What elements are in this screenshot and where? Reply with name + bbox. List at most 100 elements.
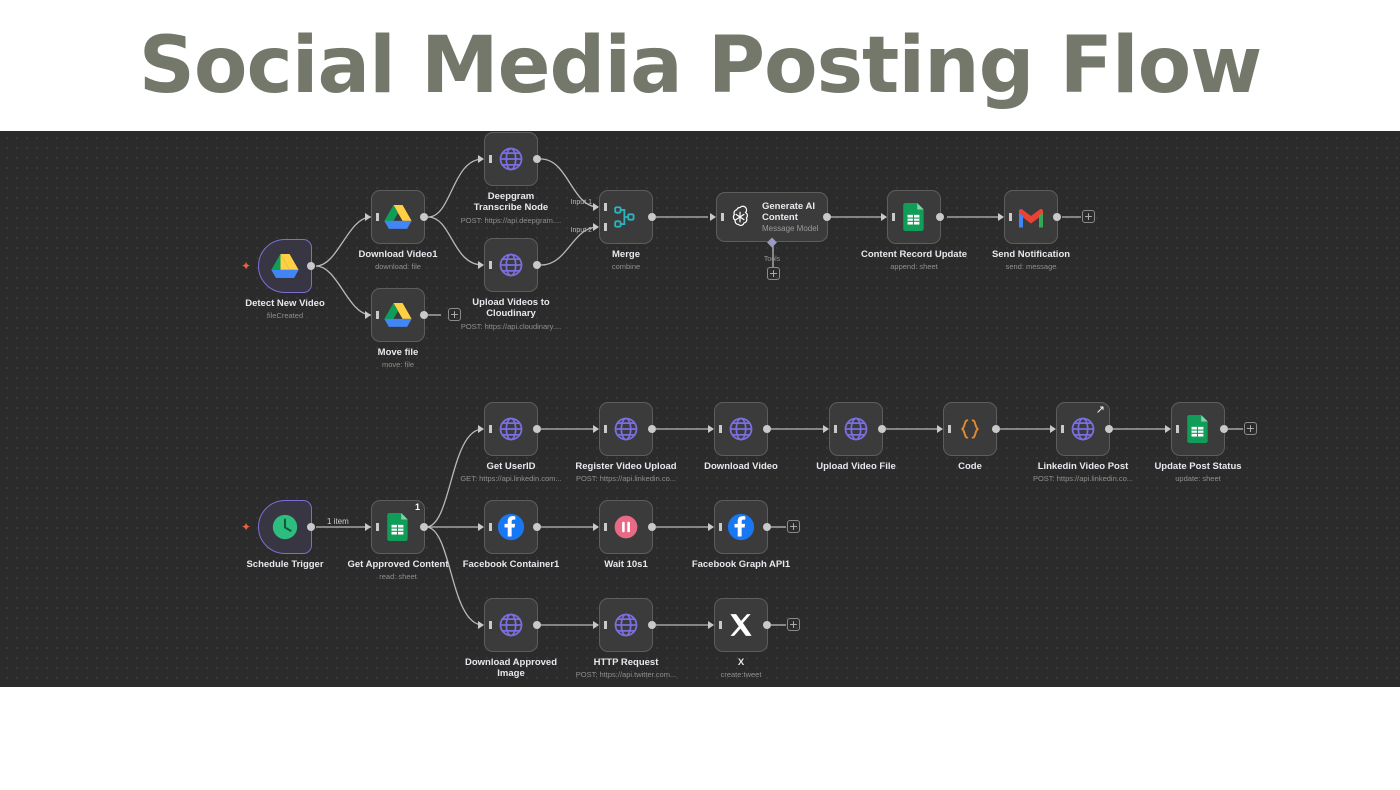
code-braces-icon (955, 414, 985, 444)
node-download-video1[interactable]: Download Video1 download: file (358, 190, 438, 271)
node-linkedin-video-post[interactable]: ↗ Linkedin Video Post POST: https://api.… (1033, 402, 1133, 483)
input-port[interactable] (708, 425, 722, 433)
output-port[interactable] (648, 523, 656, 531)
output-port[interactable] (1105, 425, 1113, 433)
input-port[interactable] (708, 621, 722, 629)
node-upload-videos-to-cloudinary[interactable]: Upload Videos to Cloudinary POST: https:… (461, 238, 561, 331)
output-port[interactable] (1220, 425, 1228, 433)
add-node-stub[interactable]: + (787, 520, 800, 533)
input-port[interactable] (478, 621, 492, 629)
input-port[interactable] (823, 425, 837, 433)
output-port[interactable] (878, 425, 886, 433)
node-wait-10s1[interactable]: Wait 10s1 (593, 500, 656, 570)
node-get-approved-content[interactable]: 1 Get Approved Content read: sheet (348, 500, 448, 581)
node-x-twitter[interactable]: X create:tweet (708, 598, 771, 679)
output-port[interactable] (992, 425, 1000, 433)
input-port-1[interactable] (593, 203, 607, 211)
input-port[interactable] (710, 213, 724, 221)
output-port[interactable] (420, 523, 428, 531)
tools-port[interactable] (767, 237, 777, 248)
input-port[interactable] (365, 523, 379, 531)
output-port[interactable] (533, 155, 541, 163)
node-sublabel: move: file (381, 360, 415, 369)
node-code[interactable]: Code (937, 402, 1000, 472)
output-port[interactable] (648, 213, 656, 221)
output-port[interactable] (1053, 213, 1061, 221)
node-download-approved-image[interactable]: Download Approved Image (465, 598, 557, 679)
tools-label: Tools (763, 256, 781, 263)
node-content-record-update[interactable]: Content Record Update append: sheet (861, 190, 967, 271)
node-merge[interactable]: Input 1 Input 2 Merge combine (571, 190, 656, 271)
add-node-stub[interactable]: + (1082, 210, 1095, 223)
node-facebook-container1[interactable]: Facebook Container1 (463, 500, 559, 570)
output-port[interactable] (307, 262, 315, 270)
node-label: Linkedin Video Post (1037, 461, 1129, 472)
output-port[interactable] (307, 523, 315, 531)
node-label: Upload Videos to Cloudinary (472, 297, 550, 319)
input-port[interactable] (593, 523, 607, 531)
node-label: Detect New Video (245, 298, 325, 309)
output-port[interactable] (533, 621, 541, 629)
input-port[interactable] (1050, 425, 1064, 433)
node-deepgram-transcribe[interactable]: Deepgram Transcribe Node POST: https://a… (461, 132, 561, 225)
node-detect-new-video[interactable]: ✦ Detect New Video fileCreated (241, 239, 325, 320)
node-update-post-status[interactable]: Update Post Status update: sheet (1154, 402, 1242, 483)
node-generate-ai-content[interactable]: Generate AI Content Message Model Tools (710, 192, 831, 263)
input-port[interactable] (881, 213, 895, 221)
node-sublabel: POST: https://api.linkedin.co... (575, 474, 677, 483)
node-label: Download Video1 (358, 249, 438, 260)
node-register-video-upload[interactable]: Register Video Upload POST: https://api.… (575, 402, 677, 483)
node-move-file[interactable]: Move file move: file (365, 288, 428, 369)
input-port[interactable] (998, 213, 1012, 221)
input-port[interactable] (478, 425, 492, 433)
input-port[interactable] (478, 523, 492, 531)
add-node-stub[interactable]: + (1244, 422, 1257, 435)
output-port[interactable] (763, 425, 771, 433)
node-download-video[interactable]: Download Video (704, 402, 778, 472)
add-node-stub[interactable]: + (448, 308, 461, 321)
input-port[interactable] (937, 425, 951, 433)
input-port[interactable] (1165, 425, 1179, 433)
input-port[interactable] (478, 261, 492, 269)
node-sublabel: send: message (1005, 262, 1057, 271)
input-port-2[interactable] (593, 223, 607, 231)
pinned-arrow-icon: ↗ (1095, 404, 1105, 416)
edge-label-1-item: 1 item (327, 517, 349, 526)
node-schedule-trigger[interactable]: ✦ Schedule Trigger (241, 500, 324, 570)
node-upload-video-file[interactable]: Upload Video File (816, 402, 896, 472)
x-twitter-icon (726, 610, 756, 640)
output-port[interactable] (533, 425, 541, 433)
node-label: X (737, 657, 745, 668)
output-port[interactable] (420, 213, 428, 221)
input-port[interactable] (365, 311, 379, 319)
node-send-notification[interactable]: Send Notification send: message (992, 190, 1070, 271)
globe-icon (726, 414, 756, 444)
gmail-icon (1016, 202, 1046, 232)
node-get-userid[interactable]: Get UserID GET: https://api.linkedin.com… (460, 402, 562, 483)
output-port[interactable] (936, 213, 944, 221)
node-facebook-graph-api1[interactable]: Facebook Graph API1 (692, 500, 790, 570)
input-port[interactable] (478, 155, 492, 163)
node-label: Merge (612, 249, 640, 260)
google-sheets-icon (899, 202, 929, 232)
workflow-canvas[interactable]: ✦ Detect New Video fileCreated Dow (0, 131, 1400, 687)
input-port[interactable] (708, 523, 722, 531)
output-port[interactable] (763, 621, 771, 629)
output-port[interactable] (763, 523, 771, 531)
globe-icon (496, 610, 526, 640)
page-title: Social Media Posting Flow (138, 20, 1263, 111)
output-port[interactable] (420, 311, 428, 319)
google-sheets-icon (1183, 414, 1213, 444)
add-tool-stub[interactable]: + (767, 267, 780, 280)
output-port[interactable] (533, 261, 541, 269)
node-label: Register Video Upload (575, 461, 677, 472)
output-port[interactable] (823, 213, 831, 221)
output-port[interactable] (533, 523, 541, 531)
input-port[interactable] (593, 425, 607, 433)
node-http-request[interactable]: HTTP Request POST: https://api.twitter.c… (576, 598, 676, 679)
input-port[interactable] (365, 213, 379, 221)
output-port[interactable] (648, 621, 656, 629)
output-port[interactable] (648, 425, 656, 433)
input-port[interactable] (593, 621, 607, 629)
add-node-stub[interactable]: + (787, 618, 800, 631)
